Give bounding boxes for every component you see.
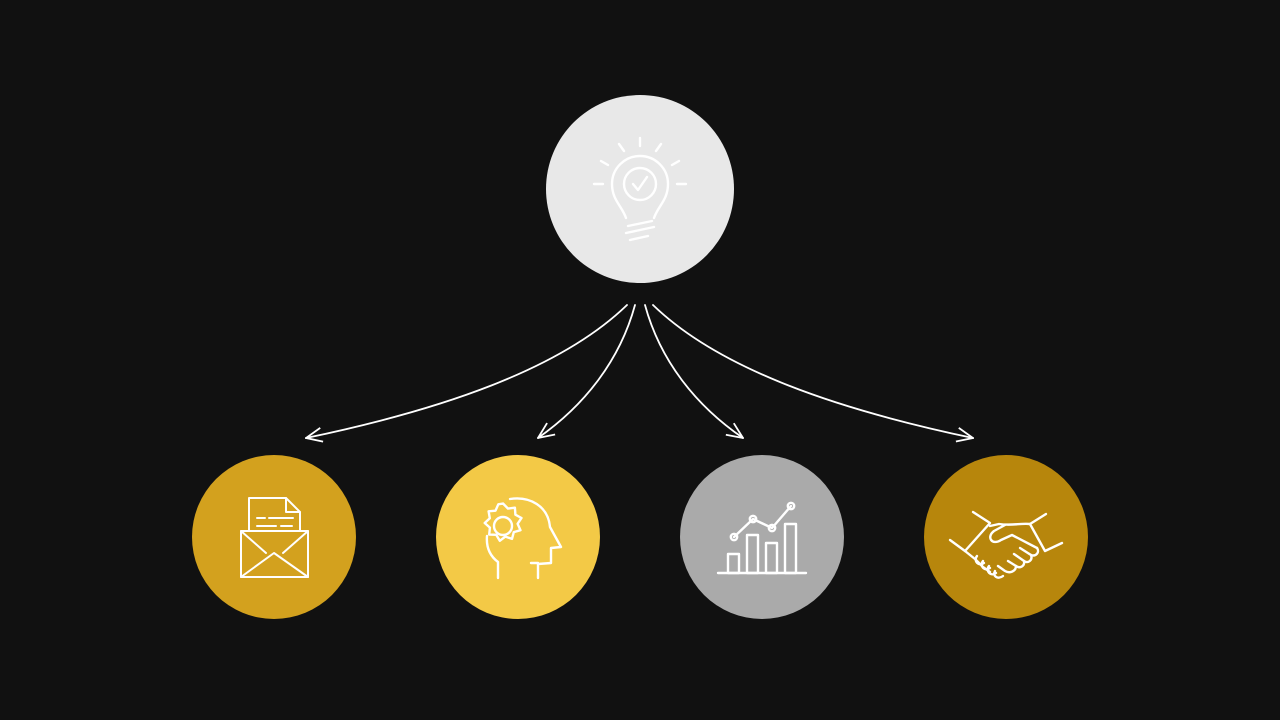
handshake-icon	[948, 510, 1064, 579]
child-node-bar-chart	[680, 455, 844, 619]
envelope-letter-icon	[240, 497, 309, 578]
child-node-envelope	[192, 455, 356, 619]
child-node-head-gear	[436, 455, 600, 619]
bar-chart-trend-icon	[716, 501, 808, 575]
arrow-to-head-gear	[538, 304, 636, 438]
arrow-to-bar-chart	[644, 304, 743, 438]
connectors	[306, 304, 973, 438]
head-gear-circle	[436, 455, 600, 619]
child-node-handshake	[924, 455, 1088, 619]
arrow-to-handshake	[652, 304, 973, 438]
root-node	[546, 95, 734, 283]
bar-chart-circle	[680, 455, 844, 619]
envelope-circle	[192, 455, 356, 619]
arrow-to-envelope	[306, 304, 628, 438]
head-gear-icon	[483, 497, 563, 580]
lightbulb-check-icon	[592, 136, 688, 242]
